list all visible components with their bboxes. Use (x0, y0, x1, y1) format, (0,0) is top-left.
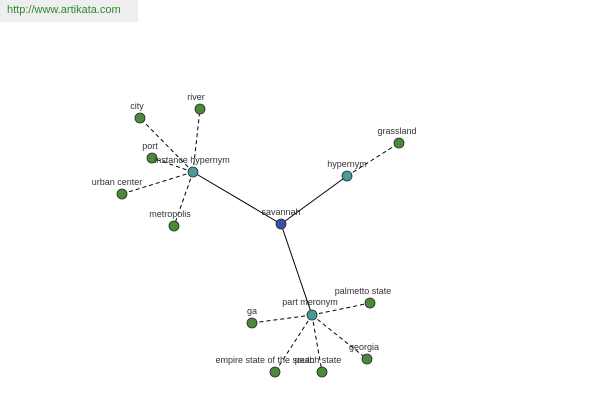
relation-hypernym-label: hypernym (327, 159, 367, 169)
edge-instance-hypernym-metropolis (173, 171, 194, 227)
relation-hypernym-node[interactable] (341, 170, 353, 182)
edge-savannah-hypernym (280, 175, 348, 225)
relation-instance-hypernym-label: instance hypernym (154, 155, 230, 165)
leaf-metropolis-node[interactable] (168, 220, 180, 232)
edge-instance-hypernym-urban-center (121, 171, 194, 195)
watermark-text: http://www.artikata.com (7, 4, 121, 16)
edge-hypernym-grassland (346, 142, 400, 177)
leaf-peach-state-label: peach state (295, 355, 342, 365)
leaf-port-label: port (142, 141, 158, 151)
leaf-metropolis-label: metropolis (149, 209, 191, 219)
leaf-grassland-label: grassland (377, 126, 416, 136)
edge-part-meronym-peach-state (311, 314, 323, 373)
edge-instance-hypernym-river (192, 108, 201, 173)
center-savannah-label: savannah (261, 207, 300, 217)
leaf-georgia-node[interactable] (361, 353, 373, 365)
leaf-grassland-node[interactable] (393, 137, 405, 149)
leaf-river-label: river (187, 92, 205, 102)
graph-nodes (116, 103, 405, 378)
leaf-ga-node[interactable] (246, 317, 258, 329)
leaf-peach-state-node[interactable] (316, 366, 328, 378)
edge-part-meronym-empire-state-of-the-south (274, 314, 313, 373)
center-savannah-node[interactable] (275, 218, 287, 230)
watermark: http://www.artikata.com (0, 0, 138, 22)
edge-part-meronym-georgia (311, 314, 368, 360)
graph-labels: city river port urban center metropolis grass… (92, 92, 417, 365)
leaf-empire-state-of-the-south-node[interactable] (269, 366, 281, 378)
leaf-urban-center-node[interactable] (116, 188, 128, 200)
graph-edges (121, 108, 400, 373)
leaf-port-node[interactable] (146, 152, 158, 164)
leaf-palmetto-state-label: palmetto state (335, 286, 392, 296)
leaf-georgia-label: georgia (349, 342, 379, 352)
edge-savannah-part-meronym (280, 223, 313, 316)
leaf-river-node[interactable] (194, 103, 206, 115)
leaf-ga-label: ga (247, 306, 257, 316)
leaf-city-node[interactable] (134, 112, 146, 124)
relation-part-meronym-label: part meronym (282, 297, 338, 307)
edge-part-meronym-ga (251, 314, 313, 324)
edge-instance-hypernym-city (139, 117, 194, 173)
edge-instance-hypernym-port (151, 157, 194, 173)
relation-instance-hypernym-node[interactable] (187, 166, 199, 178)
leaf-palmetto-state-node[interactable] (364, 297, 376, 309)
edge-part-meronym-palmetto-state (311, 302, 371, 316)
leaf-city-label: city (130, 101, 144, 111)
leaf-empire-state-of-the-south-label: empire state of the south (215, 355, 314, 365)
edge-savannah-instance-hypernym (192, 171, 282, 225)
leaf-urban-center-label: urban center (92, 177, 143, 187)
relation-part-meronym-node[interactable] (306, 309, 318, 321)
